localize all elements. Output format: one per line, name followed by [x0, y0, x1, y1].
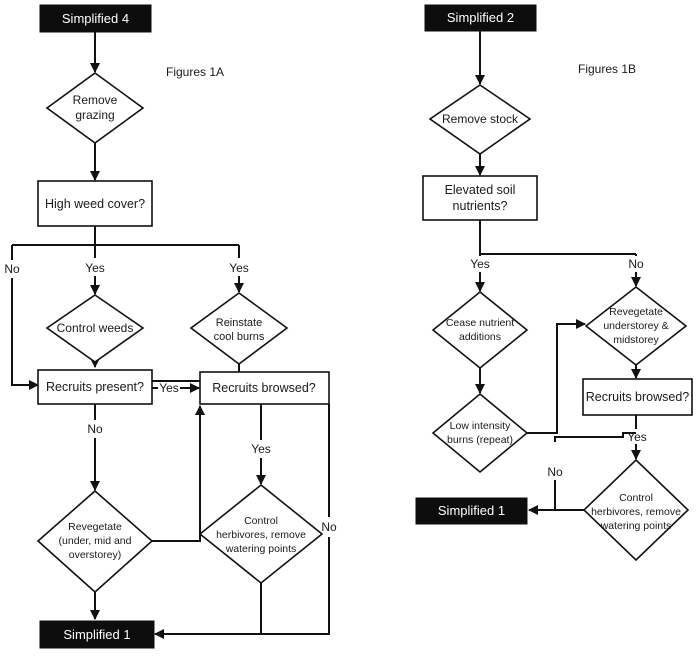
revegetate-label-line2: (under, mid and [59, 535, 132, 547]
remove-grazing-node [45, 72, 145, 144]
high-weed-cover-node [37, 180, 153, 227]
simplified-4-label: Simplified 4 [62, 11, 129, 26]
no-branch-label: No [321, 520, 337, 534]
simplified-1-label: Simplified 1 [63, 627, 130, 642]
simplified-4-node [39, 4, 152, 33]
yes-branch-label: Yes [229, 261, 249, 275]
high-weed-cover-label: High weed cover? [45, 197, 145, 211]
figure-1b: Figures 1B Simplified 2 Remove stock Ele… [415, 4, 693, 562]
yes-branch-label: Yes [470, 257, 490, 271]
low-intensity-burns-label-line1: Low intensity [450, 420, 511, 432]
control-herbivores-label-line1: Control [244, 515, 278, 527]
connector [11, 278, 39, 390]
cease-nutrient-node [431, 290, 529, 370]
no-branch-label: No [547, 465, 563, 479]
cease-nutrient-label-line2: additions [459, 331, 501, 343]
low-intensity-burns-label-line2: burns (repeat) [447, 434, 513, 446]
reinstate-cool-burns-label-line1: Reinstate [216, 317, 262, 329]
connector [527, 319, 586, 434]
control-weeds-label: Control weeds [57, 321, 134, 335]
recruits-present-label: Recruits present? [46, 380, 144, 394]
control-weeds-node [45, 294, 145, 363]
simplified-1-node [415, 497, 528, 525]
revegetate-label-line1: Revegetate [68, 521, 122, 533]
simplified-2-label: Simplified 2 [447, 10, 514, 25]
control-herbivores-label-line1: Control [619, 492, 653, 504]
control-herbivores-label-line3: watering points [600, 520, 672, 532]
cease-nutrient-label-line1: Cease nutrient [446, 317, 514, 329]
connector [554, 432, 636, 442]
figure-1b-connectors [475, 31, 641, 515]
revegetate-understorey-label-line3: midstorey [613, 334, 659, 346]
yes-branch-label: Yes [159, 381, 179, 395]
simplified-1-node [39, 620, 155, 649]
elevated-soil-label-line2: nutrients? [453, 199, 508, 213]
simplified-1-label: Simplified 1 [438, 503, 505, 518]
control-herbivores-node [198, 483, 324, 585]
remove-stock-label: Remove stock [442, 112, 519, 126]
remove-grazing-label-line2: grazing [75, 108, 114, 122]
yes-branch-label: Yes [627, 430, 647, 444]
revegetate-understorey-node [584, 285, 688, 367]
elevated-soil-node [422, 175, 538, 221]
figure-1a-caption: Figures 1A [166, 65, 224, 79]
no-branch-label: No [628, 257, 644, 271]
simplified-2-node [424, 4, 537, 32]
figure-1a: Figures 1A [4, 4, 337, 649]
control-herbivores-node [582, 458, 690, 562]
revegetate-understorey-label-line2: understorey & [603, 320, 668, 332]
recruits-browsed-node [199, 371, 330, 405]
remove-grazing-label-line1: Remove [73, 93, 118, 107]
figure-1b-caption: Figures 1B [578, 62, 636, 76]
recruits-browsed-label: Recruits browsed? [586, 390, 690, 404]
recruits-browsed-label: Recruits browsed? [212, 381, 316, 395]
remove-stock-node [428, 84, 532, 155]
control-herbivores-label-line2: herbivores, remove [216, 529, 306, 541]
revegetate-label-line3: overstorey) [69, 549, 122, 561]
low-intensity-burns-node [431, 392, 529, 474]
elevated-soil-label-line1: Elevated soil [445, 183, 516, 197]
reinstate-cool-burns-node [189, 292, 289, 365]
control-herbivores-label-line3: watering points [225, 543, 297, 555]
revegetate-node [36, 489, 154, 594]
control-herbivores-label-line2: herbivores, remove [591, 506, 681, 518]
no-branch-label: No [4, 262, 20, 276]
connector [152, 405, 205, 542]
recruits-browsed-node [582, 378, 693, 416]
connector [554, 480, 586, 511]
recruits-present-node [37, 369, 153, 405]
reinstate-cool-burns-label-line2: cool burns [214, 331, 265, 343]
revegetate-understorey-label-line1: Revegetate [609, 306, 663, 318]
yes-branch-label: Yes [85, 261, 105, 275]
figure-1a-connectors [11, 32, 330, 639]
connector [154, 537, 330, 639]
no-branch-label: No [87, 422, 103, 436]
yes-branch-label: Yes [251, 442, 271, 456]
